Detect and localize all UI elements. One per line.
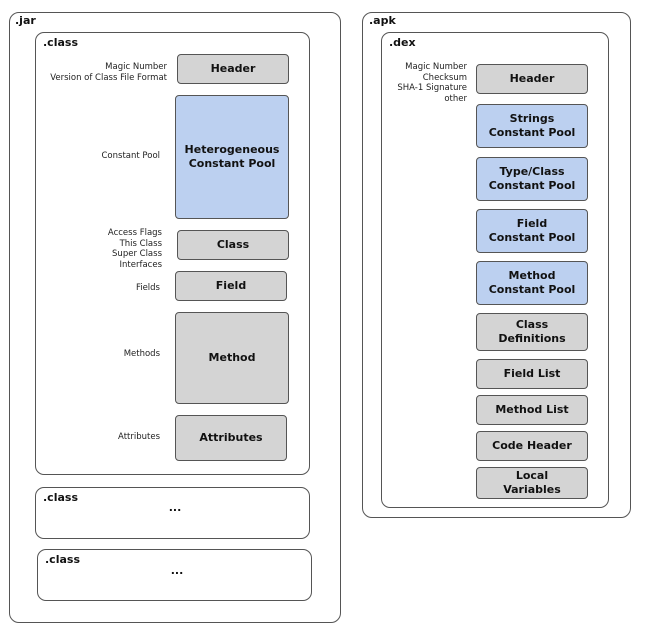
- jar-class-2-title: .class: [43, 491, 78, 504]
- jar-heterogeneous-constant-pool-block: Heterogeneous Constant Pool: [175, 95, 289, 219]
- dex-title: .dex: [389, 36, 416, 49]
- jar-class-2-ellipsis: ...: [168, 501, 182, 514]
- jar-field-block: Field: [175, 271, 287, 301]
- jar-header-block: Header: [177, 54, 289, 84]
- dex-method-constant-pool-block: Method Constant Pool: [476, 261, 588, 305]
- jar-constant-pool-label: Constant Pool: [101, 151, 161, 161]
- jar-class-container-2: [35, 487, 310, 539]
- dex-header-block: Header: [476, 64, 588, 94]
- jar-class-3-ellipsis: ...: [170, 564, 184, 577]
- dex-header-label: Magic Number Checksum SHA-1 Signature ot…: [397, 62, 467, 104]
- dex-field-constant-pool-block: Field Constant Pool: [476, 209, 588, 253]
- jar-methods-label: Methods: [123, 349, 160, 359]
- jar-fields-label: Fields: [135, 283, 160, 293]
- jar-class-container-3: [37, 549, 312, 601]
- dex-type-class-constant-pool-block: Type/Class Constant Pool: [476, 157, 588, 201]
- dex-local-variables-block: Local Variables: [476, 467, 588, 499]
- dex-strings-constant-pool-block: Strings Constant Pool: [476, 104, 588, 148]
- jar-title: .jar: [15, 14, 36, 27]
- jar-class-3-title: .class: [45, 553, 80, 566]
- jar-class-title: .class: [43, 36, 78, 49]
- apk-title: .apk: [369, 14, 396, 27]
- dex-method-list-block: Method List: [476, 395, 588, 425]
- dex-class-definitions-block: Class Definitions: [476, 313, 588, 351]
- jar-class-label: Access Flags This Class Super Class Inte…: [107, 228, 162, 270]
- jar-attributes-block: Attributes: [175, 415, 287, 461]
- jar-class-block: Class: [177, 230, 289, 260]
- jar-header-label: Magic Number Version of Class File Forma…: [50, 62, 167, 83]
- jar-attributes-label: Attributes: [118, 432, 160, 442]
- dex-code-header-block: Code Header: [476, 431, 588, 461]
- jar-method-block: Method: [175, 312, 289, 404]
- dex-field-list-block: Field List: [476, 359, 588, 389]
